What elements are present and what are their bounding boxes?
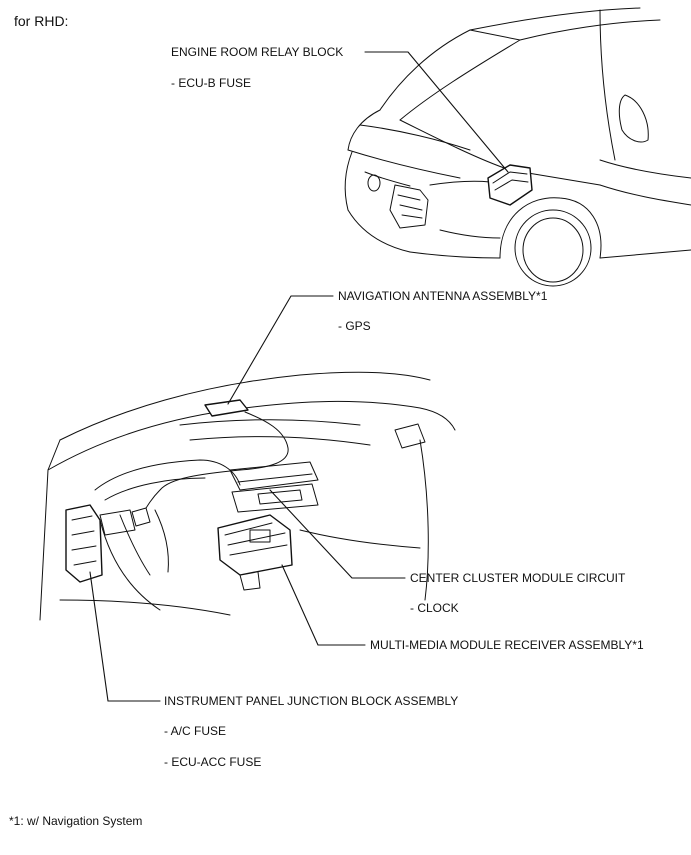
instrument-panel-drawing <box>39 371 456 621</box>
instrument-panel-junction-block-label: INSTRUMENT PANEL JUNCTION BLOCK ASSEMBLY <box>164 694 459 708</box>
ecu-b-fuse-label: - ECU-B FUSE <box>171 76 252 90</box>
engine-room-relay-block-label: ENGINE ROOM RELAY BLOCK <box>171 45 344 59</box>
ecu-acc-fuse-label: - ECU-ACC FUSE <box>164 755 262 769</box>
footnote: *1: w/ Navigation System <box>9 814 143 828</box>
clock-label: - CLOCK <box>410 601 459 615</box>
navigation-antenna-label: NAVIGATION ANTENNA ASSEMBLY*1 <box>338 289 548 303</box>
diagram-header: for RHD: <box>14 13 69 29</box>
gps-label: - GPS <box>338 319 371 333</box>
multi-media-receiver-label: MULTI-MEDIA MODULE RECEIVER ASSEMBLY*1 <box>370 638 644 652</box>
ac-fuse-label: - A/C FUSE <box>164 724 227 738</box>
center-cluster-module-label: CENTER CLUSTER MODULE CIRCUIT <box>410 571 626 585</box>
leader-lines <box>89 51 509 702</box>
car-front-drawing <box>344 7 691 287</box>
